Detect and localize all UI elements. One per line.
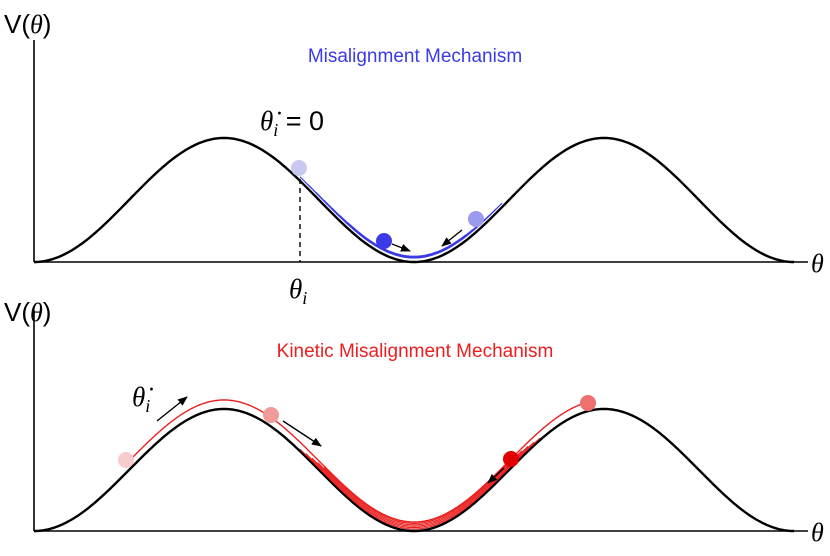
bottom-arrow-initial (156, 396, 188, 422)
bottom-initial-velocity-label: θ̇i (132, 382, 153, 416)
bottom-ball-top (263, 407, 279, 423)
bottom-panel: V(θ) θ Kinetic Misalignment Mechanism θ̇… (4, 297, 824, 547)
top-trajectory-line (307, 184, 497, 259)
top-initial-position-label: θi (289, 274, 307, 308)
bottom-ball-right (580, 395, 596, 411)
bottom-arrow-top (282, 420, 322, 447)
bottom-trajectory-line (323, 455, 517, 524)
top-potential-curve (34, 136, 794, 264)
bottom-arrow-descending (487, 467, 505, 484)
bottom-y-axis-label: V(θ) (4, 297, 51, 327)
bottom-trajectory (125, 399, 591, 530)
bottom-potential-curve (34, 407, 794, 533)
bottom-trajectory-line (329, 459, 511, 523)
top-ball-right (468, 211, 484, 227)
top-ball-bottom (376, 233, 392, 249)
top-trajectory (299, 176, 503, 259)
bottom-ball-descending (503, 451, 519, 467)
bottom-trajectory-line (317, 450, 523, 526)
top-trajectory-line (347, 222, 467, 257)
top-ball-initial (291, 160, 307, 176)
top-initial-velocity-label: θ̇i = 0 (260, 106, 324, 140)
top-arrow-right (391, 243, 411, 252)
top-y-axis-label: V(θ) (4, 9, 51, 39)
bottom-ball-initial (118, 452, 134, 468)
top-title: Misalignment Mechanism (308, 46, 522, 67)
top-arrow-left (441, 229, 463, 247)
bottom-x-axis-label: θ (811, 518, 824, 547)
top-x-axis-label: θ (811, 249, 824, 278)
bottom-title: Kinetic Misalignment Mechanism (277, 341, 554, 362)
top-panel: V(θ) θ Misalignment Mechanism θ̇i = 0 θi (4, 9, 824, 308)
bottom-trajectory-line (299, 437, 541, 530)
